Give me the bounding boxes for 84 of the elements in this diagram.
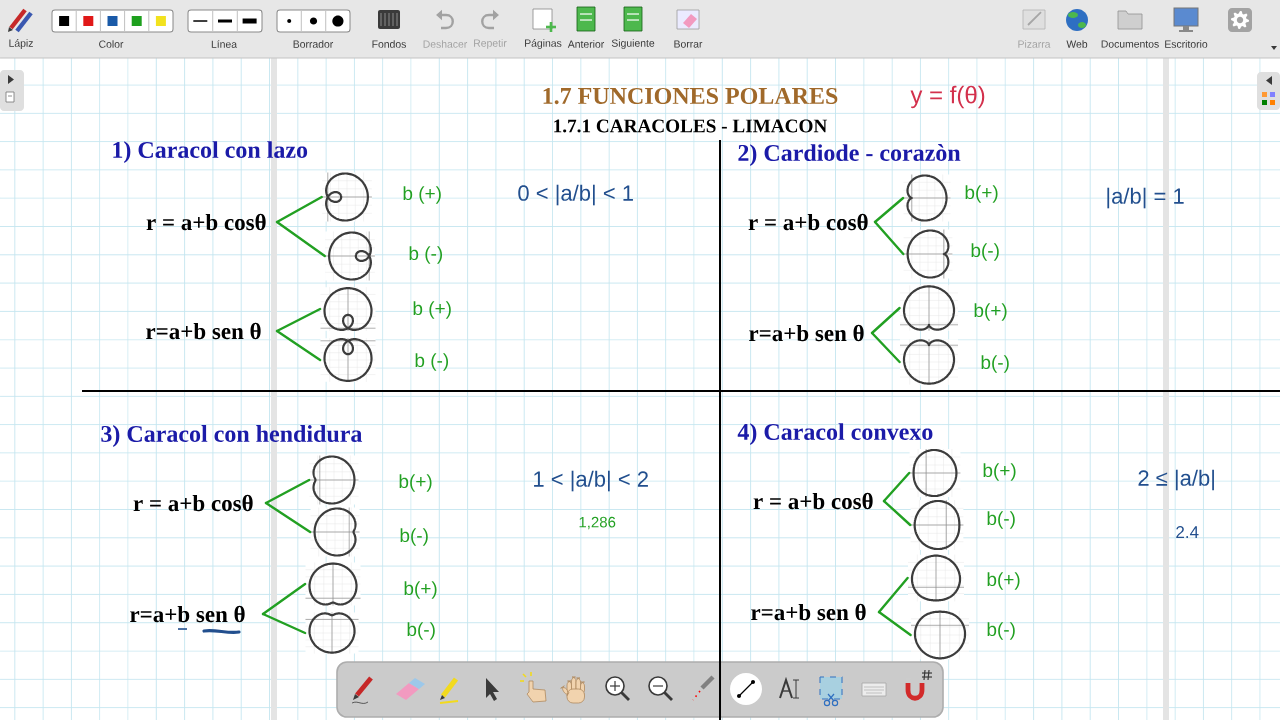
curve-plot: [899, 338, 959, 386]
tool-label: Línea: [211, 40, 238, 48]
curve-plot: [320, 337, 376, 383]
sign-label: b (+): [413, 301, 451, 319]
branch-line: [870, 306, 901, 335]
tool-label: Borrador: [293, 40, 334, 48]
sign-label: b(-): [981, 355, 1009, 373]
branch-line: [882, 499, 912, 527]
tool-label: Lápiz: [9, 39, 33, 49]
branch-line: [873, 196, 905, 224]
curve-plot: [909, 448, 961, 498]
tool-label: Documentos: [1101, 40, 1159, 48]
equation: r=a+b sen θ: [749, 324, 864, 342]
curve-plot: [907, 554, 965, 602]
branch-line: [275, 329, 322, 362]
tool-label: Borrar: [674, 40, 703, 48]
handwritten-formula: y = f(θ): [910, 85, 985, 109]
sign-label: b(-): [971, 243, 999, 261]
handwritten-note: 1,286: [579, 516, 616, 530]
branch-line: [873, 220, 905, 256]
handwritten-note: 2.4: [1176, 526, 1199, 538]
equation: r = a+b cosθ: [133, 494, 253, 512]
curve-plot: [305, 562, 361, 606]
curve-plot: [324, 231, 376, 281]
section-heading: 3) Caracol con hendidura: [101, 425, 363, 447]
handwritten-condition: 2 ≤ |a/b|: [1138, 469, 1214, 491]
sign-label: b(+): [974, 303, 1007, 321]
tool-label: Repetir: [474, 39, 507, 49]
section-heading: 4) Caracol convexo: [737, 423, 933, 445]
tool-label: Color: [99, 40, 124, 48]
section-heading: 1) Caracol con lazo: [113, 141, 308, 163]
tool-label: Fondos: [372, 40, 406, 48]
curve-plot: [309, 455, 359, 505]
branch-line: [261, 612, 307, 635]
branch-line: [877, 576, 909, 614]
equation: r = a+b cosθ: [748, 213, 868, 231]
equation: r=a+b sen θ: [146, 322, 261, 340]
handwritten-condition: 1 < |a/b| < 2: [534, 470, 648, 492]
tool-label: Siguiente: [611, 39, 655, 49]
curve-plot: [910, 499, 964, 551]
sign-label: b(-): [987, 622, 1015, 640]
sign-label: b (+): [403, 186, 441, 204]
sign-label: b (-): [415, 353, 449, 371]
handwritten-condition: |a/b| = 1: [1107, 187, 1184, 209]
sign-label: b(+): [983, 463, 1016, 481]
curve-plot: [903, 174, 951, 222]
sign-label: b(-): [407, 622, 435, 640]
curve-plot: [903, 229, 953, 279]
curve-plot: [910, 610, 970, 660]
branch-line: [264, 478, 311, 505]
branch-line: [870, 331, 901, 364]
curve-plot: [899, 284, 959, 332]
curve-plot: [321, 172, 373, 222]
tool-label: Anterior: [567, 40, 605, 48]
equation: r=a+b sen θ: [130, 605, 245, 623]
branch-line: [882, 471, 911, 503]
tool-label: Páginas: [525, 39, 562, 49]
handwritten-condition: 0 < |a/b| < 1: [518, 184, 633, 206]
tool-label: Deshacer: [423, 40, 468, 48]
curve-plot: [305, 612, 359, 654]
branch-line: [877, 610, 912, 637]
equation: r = a+b cosθ: [146, 213, 266, 231]
sign-label: b(-): [987, 511, 1015, 529]
tool-label: Escritorio: [1165, 40, 1208, 48]
tool-label: Web: [1066, 40, 1088, 48]
curve-plot: [320, 286, 376, 332]
curve-plot: [310, 507, 360, 557]
title: 1.7 FUNCIONES POLARES: [543, 87, 838, 105]
sign-label: b(+): [965, 185, 998, 203]
section-heading: 2) Cardiode - corazòn: [738, 144, 961, 166]
subtitle: 1.7.1 CARACOLES - LIMACON: [554, 119, 828, 133]
sign-label: b(+): [987, 572, 1020, 590]
sign-label: b(+): [399, 474, 432, 492]
branch-line: [261, 582, 307, 616]
branch-line: [275, 195, 323, 224]
branch-line: [275, 307, 322, 333]
sign-label: b (-): [409, 246, 443, 264]
sign-label: b(+): [404, 581, 437, 599]
tool-label: Pizarra: [1018, 40, 1051, 48]
equation: r = a+b cosθ: [753, 492, 873, 510]
branch-line: [264, 501, 312, 534]
sign-label: b(-): [400, 528, 428, 546]
branch-line: [275, 220, 326, 258]
equation: r=a+b sen θ: [751, 603, 866, 621]
